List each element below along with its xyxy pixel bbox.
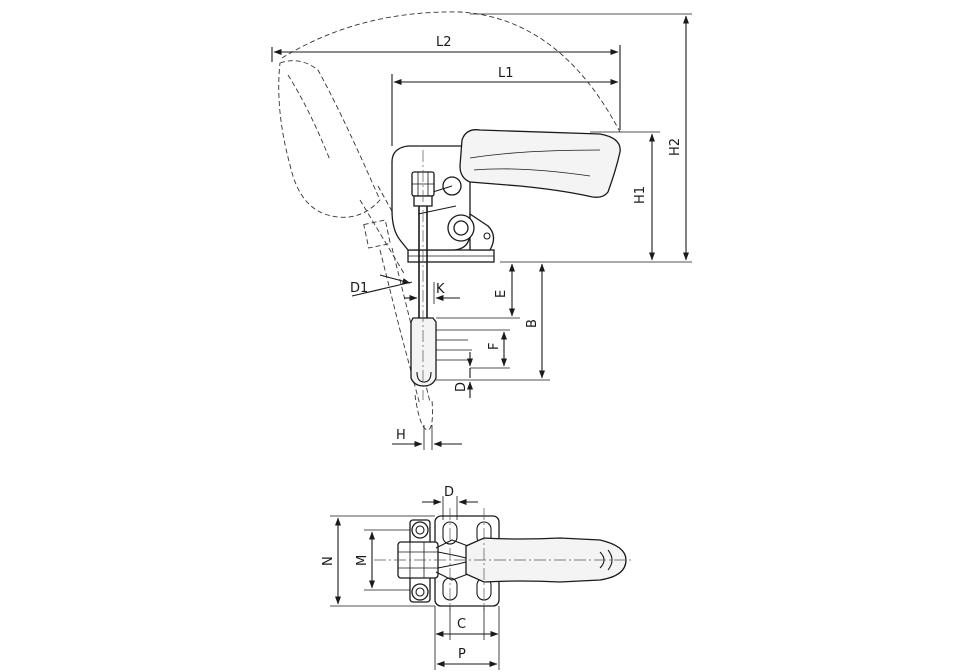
dim-line-d1 [351, 281, 413, 297]
handle-swing-arc [281, 11, 621, 133]
label-h2: H2 [668, 138, 683, 156]
label-d1: D1 [350, 281, 368, 296]
label-f: F [487, 343, 502, 350]
handle-closed [459, 129, 621, 198]
label-l1: L1 [498, 66, 514, 81]
label-m: M [355, 555, 370, 566]
label-k: K [436, 282, 445, 297]
label-h1: H1 [633, 186, 648, 204]
label-p: P [458, 647, 466, 662]
label-d-top: D [444, 485, 454, 500]
label-n: N [321, 556, 336, 566]
side-view: L2 L1 H1 H2 D1 K E B F [271, 11, 692, 450]
top-view: D N M C P [321, 485, 632, 670]
label-d-side: D [454, 382, 469, 392]
label-l2: L2 [436, 35, 452, 50]
label-c: C [457, 617, 466, 632]
label-e: E [494, 290, 509, 298]
label-h: H [396, 428, 406, 443]
spindle-pad [410, 317, 437, 387]
label-b: B [525, 319, 540, 328]
